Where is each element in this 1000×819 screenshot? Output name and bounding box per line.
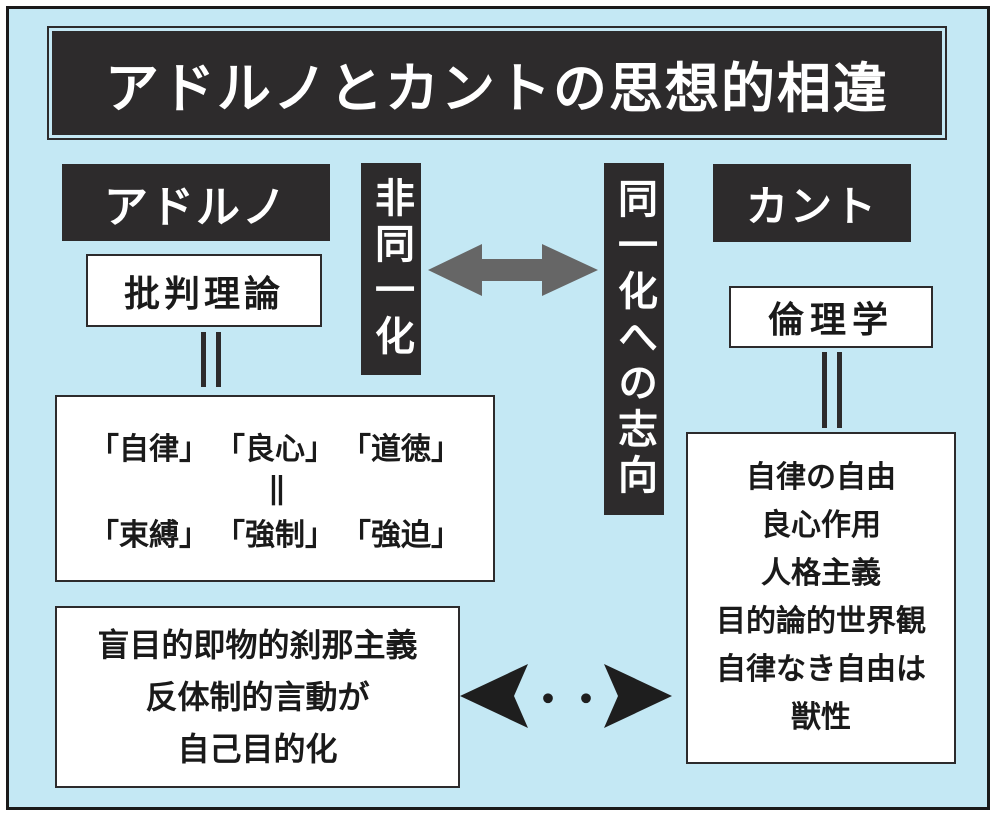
concept-jiritsu: 「自律」: [89, 431, 209, 467]
adorno-equals-connector: [201, 332, 221, 387]
kant-concept-4: 目的論的世界観: [716, 604, 926, 639]
outcome-line-3: 自己目的化: [177, 730, 338, 768]
outcome-line-1: 盲目的即物的刹那主義: [97, 626, 418, 664]
adorno-label: アドルノ: [62, 164, 330, 241]
concept-ryoshin: 「良心」: [215, 431, 335, 467]
adorno-outcome-box: 盲目的即物的刹那主義 反体制的言動が 自己目的化: [55, 606, 460, 788]
adorno-field-box: 批判理論: [86, 254, 322, 327]
kant-equals-connector: [822, 352, 842, 428]
kant-concept-1: 自律の自由: [746, 460, 896, 495]
double-arrow-gray: [428, 244, 598, 296]
identification-aspiration-label: 同一化への志向: [604, 163, 664, 515]
diagram-title: アドルノとカントの思想的相違: [47, 26, 947, 140]
adorno-concepts-row-2: 「束縛」 「強制」 「強迫」: [89, 510, 461, 554]
adorno-concepts-box: 「自律」 「良心」 「道徳」 || 「束縛」 「強制」 「強迫」: [55, 395, 495, 582]
left-arrowhead-black: [460, 664, 528, 728]
adorno-concepts-row-1: 「自律」 「良心」 「道徳」: [89, 424, 461, 468]
kant-field-box: 倫理学: [729, 286, 933, 348]
adorno-concepts-equals: ||: [268, 470, 286, 506]
outcome-line-2: 反体制的言動が: [145, 678, 370, 716]
kant-concept-6: 獣性: [791, 700, 851, 735]
concept-kyosei: 「強制」: [215, 517, 335, 553]
concept-dotoku: 「道徳」: [341, 431, 461, 467]
kant-concept-3: 人格主義: [761, 556, 881, 591]
ellipsis-dots: ・・: [528, 677, 606, 723]
kant-concepts-box: 自律の自由 良心作用 人格主義 目的論的世界観 自律なき自由は 獣性: [686, 432, 956, 764]
kant-concept-2: 良心作用: [761, 508, 881, 543]
kant-label: カント: [713, 164, 911, 242]
right-arrowhead-black: [604, 664, 672, 728]
non-identification-label: 非同一化: [361, 163, 421, 375]
kant-concept-5: 自律なき自由は: [716, 652, 926, 687]
concept-kyohaku: 「強迫」: [341, 517, 461, 553]
concept-sokubaku: 「束縛」: [89, 517, 209, 553]
